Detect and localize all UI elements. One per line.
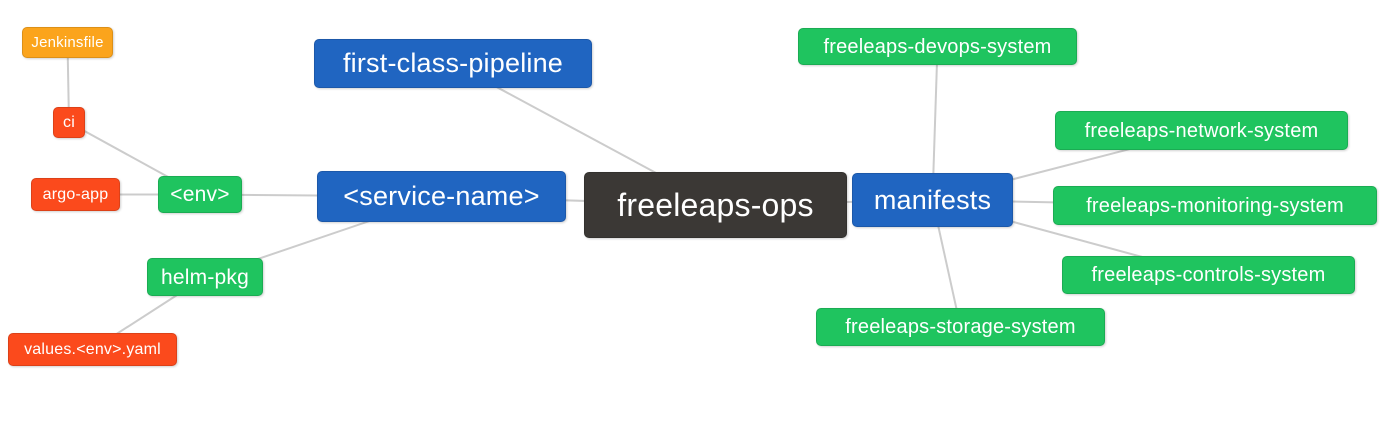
node-helm-pkg[interactable]: helm-pkg [147, 258, 263, 296]
node-label: freeleaps-controls-system [1091, 264, 1326, 286]
node-manifests[interactable]: manifests [852, 173, 1013, 227]
node-label: argo-app [42, 185, 109, 203]
node-service-name[interactable]: <service-name> [317, 171, 566, 222]
node-argo-app[interactable]: argo-app [31, 178, 120, 211]
node-monitoring-system[interactable]: freeleaps-monitoring-system [1053, 186, 1377, 225]
node-label: manifests [873, 184, 992, 215]
node-env[interactable]: <env> [158, 176, 242, 213]
node-label: freeleaps-ops [617, 187, 814, 223]
node-devops-system[interactable]: freeleaps-devops-system [798, 28, 1077, 65]
node-label: first-class-pipeline [342, 48, 564, 78]
node-label: helm-pkg [161, 265, 249, 289]
node-label: freeleaps-devops-system [823, 35, 1052, 58]
node-jenkinsfile[interactable]: Jenkinsfile [22, 27, 113, 58]
node-first-class-pipeline[interactable]: first-class-pipeline [314, 39, 592, 88]
node-controls-system[interactable]: freeleaps-controls-system [1062, 256, 1355, 294]
node-label: <env> [170, 183, 230, 206]
node-label: ci [63, 113, 75, 131]
node-ci[interactable]: ci [53, 107, 85, 138]
node-label: freeleaps-monitoring-system [1086, 194, 1344, 217]
node-storage-system[interactable]: freeleaps-storage-system [816, 308, 1105, 346]
node-label: freeleaps-storage-system [845, 316, 1076, 338]
node-label: freeleaps-network-system [1084, 119, 1319, 142]
node-label: values.<env>.yaml [24, 340, 161, 358]
node-label: <service-name> [343, 181, 540, 211]
node-label: Jenkinsfile [31, 34, 104, 51]
node-values-env-yaml[interactable]: values.<env>.yaml [8, 333, 177, 366]
node-network-system[interactable]: freeleaps-network-system [1055, 111, 1348, 150]
node-freeleaps-ops[interactable]: freeleaps-ops [584, 172, 847, 238]
